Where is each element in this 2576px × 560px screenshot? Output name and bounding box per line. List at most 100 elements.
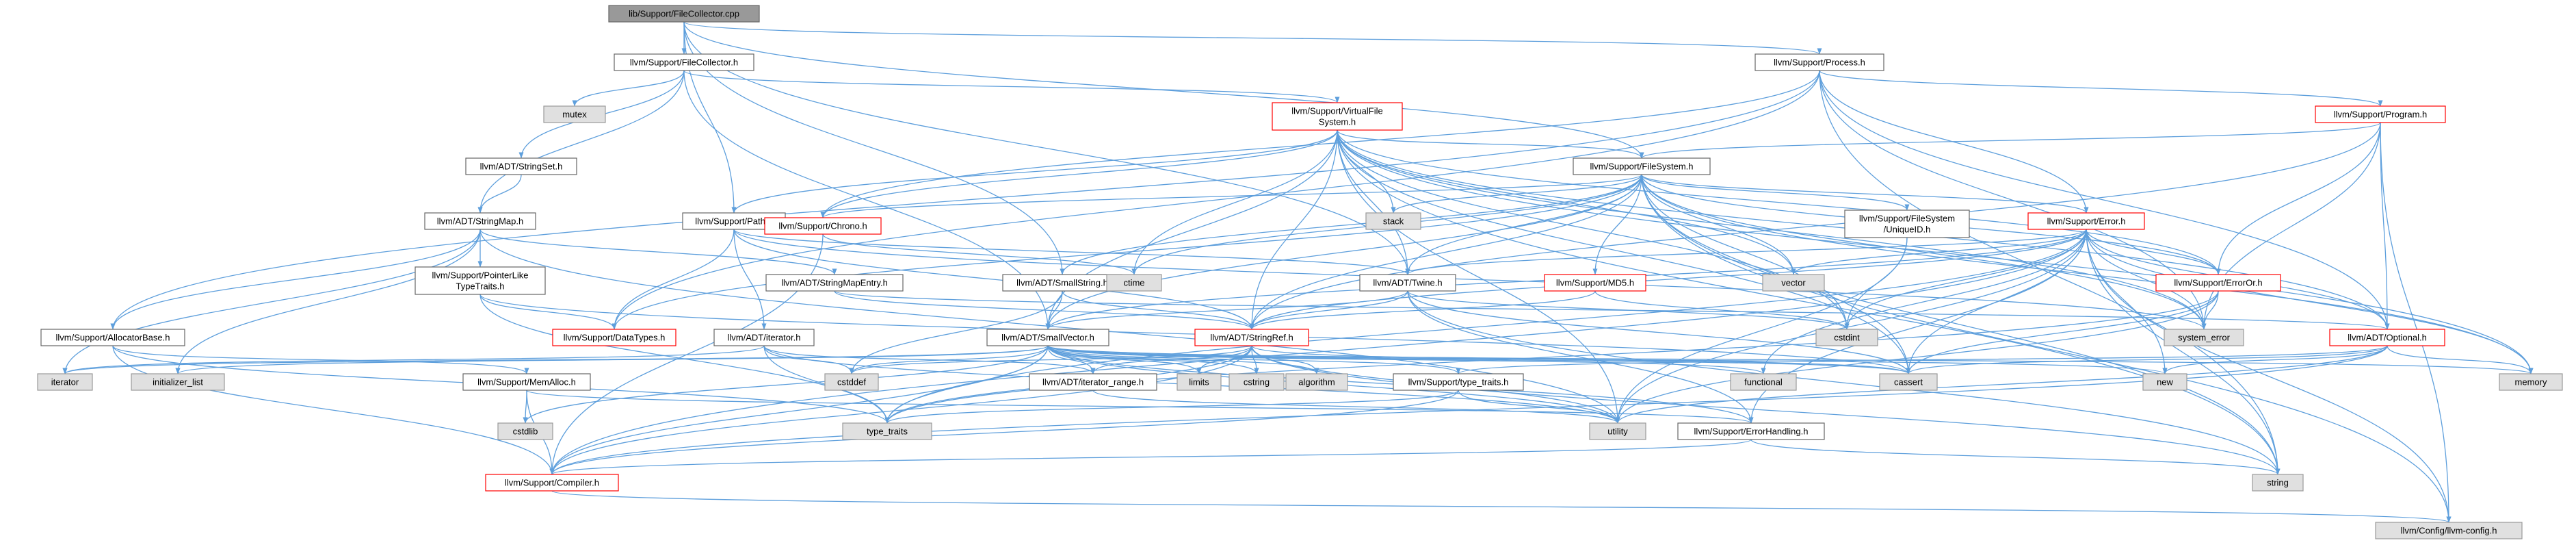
node-label: initializer_list [153,377,203,387]
node-utility: utility [1589,422,1646,440]
node-Program[interactable]: llvm/Support/Program.h [2315,105,2446,123]
node-type_traits_h[interactable]: llvm/Support/type_traits.h [1393,373,1524,391]
node-box [37,373,93,391]
edge-StringSet-to-StringMap [477,174,522,214]
node-box [986,329,1109,346]
edge-VFS-to-ErrorOr [1337,129,2221,275]
node-SmallString[interactable]: llvm/ADT/SmallString.h [1002,274,1122,292]
edge-Twine-to-cstdint [1407,290,1850,330]
node-label: llvm/ADT/iterator.h [728,333,801,343]
node-box [1544,274,1646,292]
node-label: llvm/ADT/StringMap.h [437,216,523,227]
edge-type_traits_h-to-utility [1458,390,1620,424]
node-ErrorOr[interactable]: llvm/Support/ErrorOr.h [2155,274,2281,292]
node-box [462,373,591,391]
edge-root-to-Twine [683,21,1410,275]
node-Optional[interactable]: llvm/ADT/Optional.h [2329,329,2445,346]
node-label: llvm/Support/Path.h [695,216,772,227]
node-Process[interactable]: llvm/Support/Process.h [1754,53,1884,71]
edge-StringRef-to-string [1251,345,2281,475]
node-FileCollector[interactable]: llvm/Support/FileCollector.h [614,53,754,71]
edge-Error-to-Twine [1405,229,2087,275]
node-Twine[interactable]: llvm/ADT/Twine.h [1359,274,1456,292]
node-limits: limits [1177,373,1222,391]
node-DataTypes[interactable]: llvm/Support/DataTypes.h [552,329,676,346]
node-StringSet[interactable]: llvm/ADT/StringSet.h [465,157,577,175]
node-label: cstdlib [513,427,538,437]
node-cstring: cstring [1228,373,1285,391]
node-box [552,329,676,346]
node-MD5[interactable]: llvm/Support/MD5.h [1544,274,1646,292]
node-StringRef[interactable]: llvm/ADT/StringRef.h [1194,329,1309,346]
node-StringMap[interactable]: llvm/ADT/StringMap.h [424,212,536,230]
node-label: System.h [1319,117,1356,127]
node-string: string [2252,474,2304,492]
edge-FileSystem-to-SmallString [1060,174,1642,275]
node-label: lib/Support/FileCollector.cpp [629,9,739,19]
edge-Optional-to-type_traits_h [1456,345,2388,374]
edge-FileSystem-to-DataTypes [612,174,1642,330]
node-label: llvm/Support/type_traits.h [1408,377,1509,387]
edge-Optional-to-cassert [1906,345,2388,374]
node-Error[interactable]: llvm/Support/Error.h [2027,212,2145,230]
node-label: functional [1744,377,1783,387]
edge-root-to-Process [683,21,1822,55]
edge-StringRef-to-cstddef [849,345,1252,374]
node-box [1589,422,1646,440]
node-Compiler[interactable]: llvm/Support/Compiler.h [485,474,619,492]
edge-Path-to-system_error [733,229,2207,330]
edge-SmallVector-to-cassert [1047,345,1911,374]
node-label: /UniqueID.h [1884,225,1931,235]
node-box [543,105,606,123]
node-cstddef: cstddef [824,373,879,391]
node-iterator_h[interactable]: llvm/ADT/iterator.h [713,329,815,346]
node-type_traits: type_traits [842,422,932,440]
edge-StringRef-to-limits [1196,345,1252,374]
node-MemAlloc[interactable]: llvm/Support/MemAlloc.h [462,373,591,391]
edge-VFS-to-memory [1337,129,2534,374]
node-UniqueID[interactable]: llvm/Support/FileSystem/UniqueID.h [1844,209,1970,238]
node-label: vector [1781,278,1806,288]
node-SmallVector[interactable]: llvm/ADT/SmallVector.h [986,329,1109,346]
node-root[interactable]: lib/Support/FileCollector.cpp [608,5,760,23]
edge-SmallVector-to-memory [1047,345,2533,374]
node-label: llvm/Support/AllocatorBase.h [56,333,170,343]
edge-Error-to-ErrorOr [2086,229,2221,275]
edge-MemAlloc-to-cstdlib [523,390,528,424]
node-AllocatorBase[interactable]: llvm/Support/AllocatorBase.h [40,329,185,346]
node-box [1365,212,1421,230]
node-box [1754,53,1884,71]
node-ErrorHandling[interactable]: llvm/Support/ErrorHandling.h [1677,422,1825,440]
node-box [1177,373,1222,391]
edge-Optional-to-memory [2387,345,2534,374]
node-box [842,422,932,440]
edge-Error-to-vector [1791,229,2087,275]
node-FileSystem[interactable]: llvm/Support/FileSystem.h [1573,157,1711,175]
node-label: llvm/Support/FileCollector.h [630,58,738,68]
node-config: llvm/Config/llvm-config.h [2375,522,2523,539]
node-system_error: system_error [2164,329,2244,346]
node-StringMapEntry[interactable]: llvm/ADT/StringMapEntry.h [765,274,904,292]
edge-Path-to-Twine [733,229,1410,275]
edge-iterator_h-to-iterator_range [763,345,1096,374]
edge-Process-to-DataTypes [612,70,1820,330]
edge-FileSystem-to-MD5 [1592,174,1642,275]
edge-Error-to-system_error [2086,229,2207,330]
node-box [1194,329,1309,346]
node-box [465,157,577,175]
edge-PointerLike-to-DataTypes [479,294,617,330]
edge-Process-to-AllocatorBase [110,70,1820,330]
node-Chrono[interactable]: llvm/Support/Chrono.h [764,217,882,235]
node-box [1272,102,1403,131]
node-iterator_range[interactable]: llvm/ADT/iterator_range.h [1029,373,1157,391]
node-box [614,53,754,71]
node-label: llvm/Support/PointerLike [432,270,529,281]
node-label: llvm/Support/ErrorOr.h [2174,278,2262,288]
node-box [608,5,760,23]
edge-Path-to-DataTypes [612,229,735,330]
edge-StringRef-to-iterator_range [1090,345,1252,374]
edge-Twine-to-ErrorHandling [1407,290,1754,424]
node-box [1815,329,1878,346]
